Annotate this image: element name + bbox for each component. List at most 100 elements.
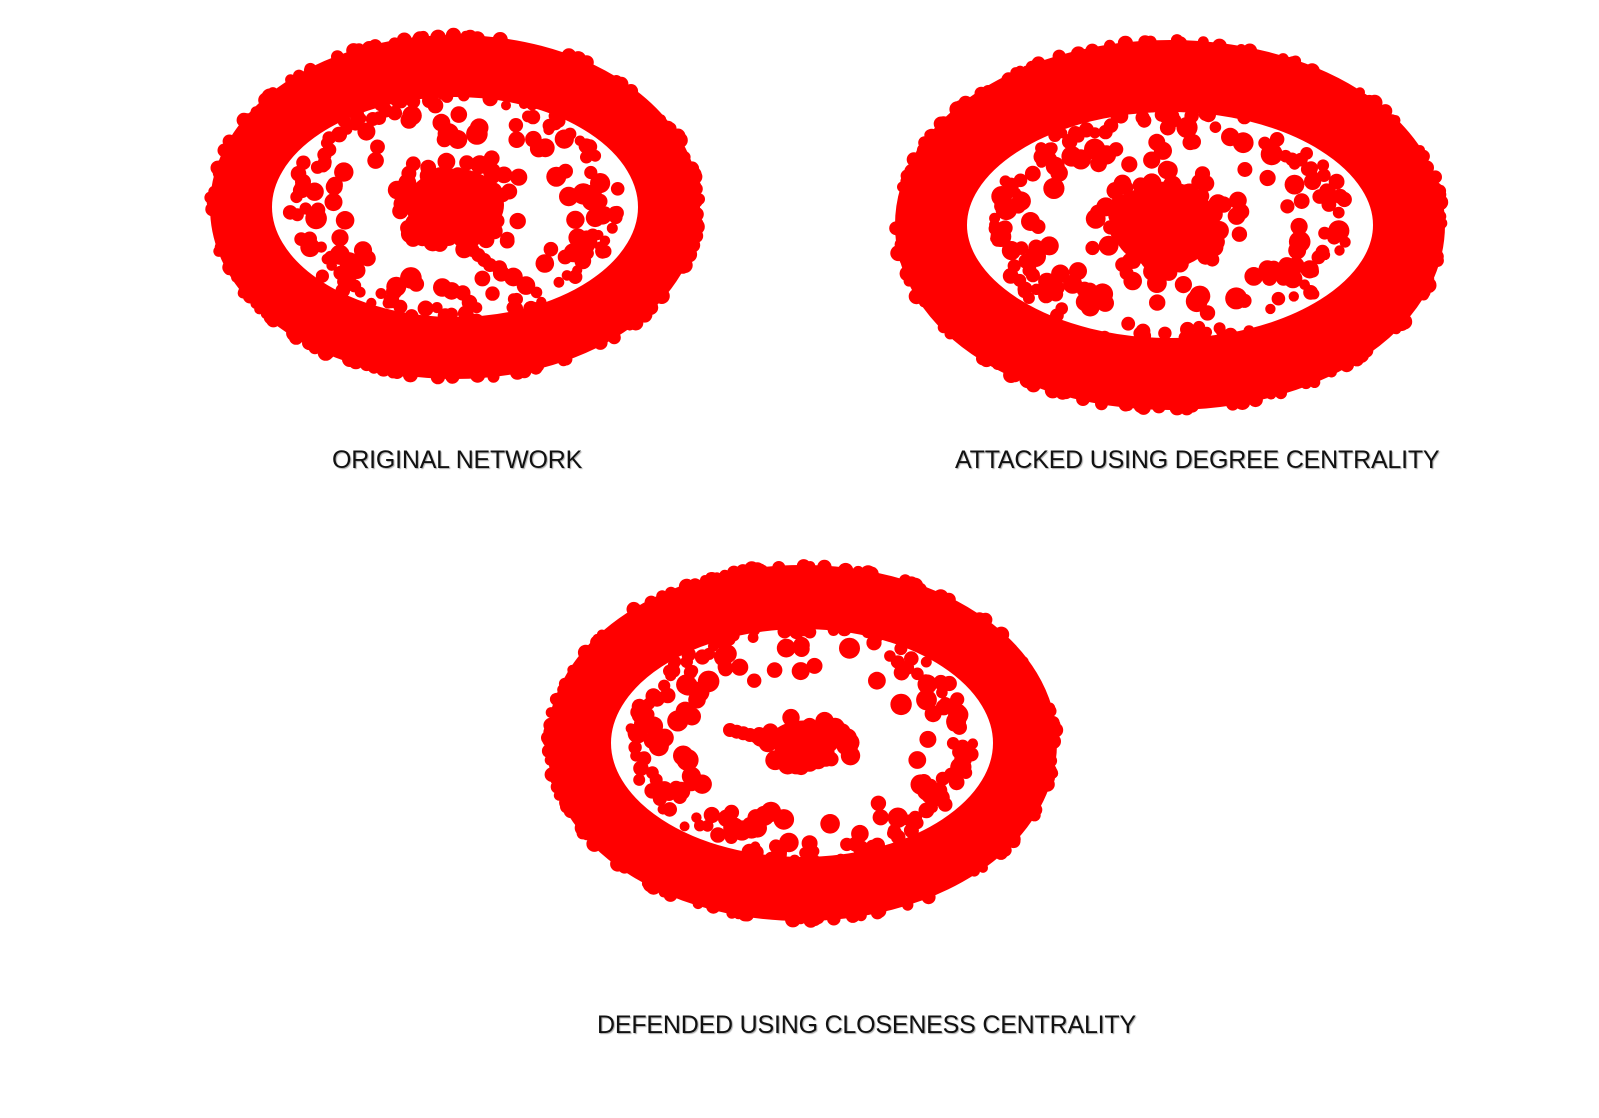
ring-node [628, 740, 642, 755]
cluster-node [509, 212, 526, 230]
ring-node [685, 237, 701, 253]
ring-node [706, 899, 721, 914]
ring-node [644, 595, 658, 609]
ring-node [1235, 44, 1247, 55]
scattered-node [590, 173, 611, 194]
scattered-node [1199, 305, 1216, 321]
ring-node [487, 370, 500, 383]
ring-node [1321, 197, 1337, 212]
ring-node [222, 260, 237, 275]
ring-node [1136, 400, 1151, 415]
ring-node [916, 143, 932, 158]
ring-node [460, 30, 472, 42]
ring-node [544, 767, 559, 782]
scattered-node [295, 173, 311, 190]
scattered-node [442, 282, 461, 300]
scattered-node [672, 789, 687, 804]
scattered-node [305, 182, 324, 201]
ring-node [1332, 206, 1345, 219]
ring-node [331, 53, 343, 65]
ring-node [354, 286, 366, 298]
scattered-node [310, 202, 326, 218]
ring-node [1139, 35, 1154, 51]
ring-node [1010, 67, 1022, 79]
ring-node [263, 310, 279, 325]
ring-node [402, 367, 418, 383]
ring-node [941, 675, 957, 692]
ring-node [1044, 754, 1058, 768]
network-graph-attacked [885, 30, 1455, 420]
ring-node [1285, 56, 1300, 71]
ring-node [726, 907, 738, 919]
scattered-node [760, 801, 782, 822]
ring-node [911, 667, 924, 681]
ring-node [206, 195, 220, 209]
cluster-node [1142, 173, 1162, 193]
ring-node [516, 363, 532, 379]
ring-node [747, 632, 759, 643]
scattered-node [450, 106, 468, 123]
ring-node [1052, 49, 1066, 63]
ring-node [904, 576, 916, 588]
ring-node [317, 344, 334, 361]
ring-node [396, 32, 412, 48]
ring-node [663, 664, 676, 678]
scattered-node [1050, 280, 1065, 295]
cluster-node [1233, 203, 1250, 220]
ring-node [924, 128, 939, 143]
ring-node [518, 99, 529, 110]
ring-node [593, 335, 608, 350]
ring-node [1201, 107, 1216, 123]
cluster-node [500, 231, 515, 247]
ring-node [1317, 159, 1330, 172]
ring-node [899, 265, 915, 282]
outer-node-ring [547, 565, 1057, 921]
scattered-node [1284, 174, 1305, 195]
ring-node [1265, 303, 1276, 315]
scattered-node [946, 716, 962, 732]
scattered-node [655, 781, 673, 799]
ring-node [805, 561, 816, 572]
ring-node [1288, 291, 1299, 302]
ring-node [918, 297, 929, 308]
scattered-node [851, 824, 869, 843]
caption-original-network: ORIGINAL NETWORK [332, 446, 583, 474]
ring-node [322, 142, 337, 157]
scattered-node [1259, 169, 1276, 187]
ring-node [1013, 173, 1028, 188]
ring-node [606, 222, 618, 234]
ring-node [366, 297, 377, 309]
scattered-node [950, 756, 971, 778]
scattered-node [359, 250, 376, 267]
cluster-node [1179, 183, 1199, 203]
ring-node [509, 301, 524, 316]
ring-node [1334, 245, 1345, 256]
ring-node [526, 98, 539, 111]
ring-node [1197, 36, 1209, 48]
scattered-node [1149, 294, 1166, 311]
ring-node [563, 52, 577, 65]
ring-node [646, 766, 659, 780]
ring-node [609, 210, 623, 225]
cluster-node [405, 156, 421, 172]
scattered-node [566, 210, 585, 229]
caption-attacked-degree-centrality: ATTACKED USING DEGREE CENTRALITY [955, 446, 1440, 474]
scattered-node [917, 674, 938, 695]
cluster-node [1186, 231, 1203, 248]
ring-node [1265, 388, 1277, 400]
scattered-node [559, 186, 579, 207]
ring-node [553, 790, 565, 801]
scattered-node [357, 122, 376, 141]
cluster-node [464, 209, 479, 224]
scattered-node [1014, 195, 1029, 210]
scattered-node [1304, 172, 1322, 190]
ring-node [530, 302, 542, 313]
ring-node [993, 626, 1010, 643]
scattered-node [408, 276, 425, 292]
ring-node [338, 126, 349, 137]
scattered-node [485, 286, 500, 301]
caption-defended-closeness-centrality: DEFENDED USING CLOSENESS CENTRALITY [597, 1011, 1136, 1039]
ring-node [1117, 35, 1133, 51]
scattered-node [1001, 241, 1021, 261]
ring-node [1354, 87, 1365, 98]
